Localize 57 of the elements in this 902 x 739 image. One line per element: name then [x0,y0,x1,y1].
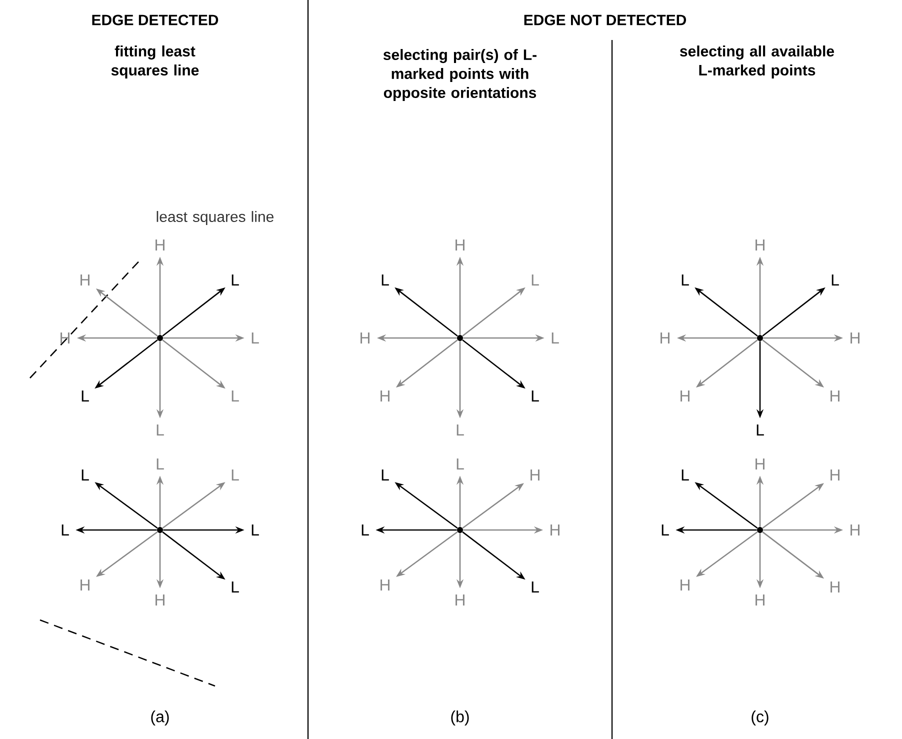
direction-letter: L [232,470,239,480]
direction-letter: H [850,332,860,344]
direction-letter: L [456,458,464,470]
direction-letter: H [456,240,464,250]
direction-letter: L [382,470,389,480]
direction-letter: H [660,332,670,344]
column-subtitle: fitting least squares line [111,46,199,78]
direction-letter: H [550,524,560,536]
direction-letter: H [380,390,390,402]
direction-letter: H [380,580,390,590]
direction-letter: L [532,274,539,286]
direction-letter: L [62,524,69,536]
direction-letter: L [832,274,839,286]
direction-letter: L [82,470,89,480]
column-subtitle: selecting pair(s) of L-marked points with opposite orientations [383,49,536,101]
direction-letter: H [680,390,690,402]
panel-label: (c) [752,710,768,726]
direction-letter: H [830,390,840,402]
direction-letter: H [156,240,164,250]
direction-letter: L [232,274,239,286]
direction-letter: H [830,582,840,592]
panel-label: (b) [451,710,469,726]
direction-letter: H [680,580,690,590]
direction-letter: L [756,424,764,436]
panel-label: (a) [151,710,169,726]
direction-letter: H [756,458,764,470]
direction-letter: L [252,524,259,536]
column-header: EDGE NOT DETECTED [524,14,686,26]
direction-letter: L [156,458,164,470]
direction-letter: H [80,274,90,286]
direction-letter: L [252,332,259,344]
direction-letter: H [156,594,164,606]
direction-letter: H [80,580,90,590]
direction-letter: H [830,470,840,480]
direction-letter: L [532,582,539,592]
direction-letter: L [232,390,239,402]
direction-letter: L [382,274,389,286]
direction-letter: L [532,390,539,402]
direction-letter: L [362,524,369,536]
direction-letter: L [82,390,89,402]
direction-letter: L [662,524,669,536]
direction-letter: H [756,594,764,606]
direction-letter: H [530,470,540,480]
direction-letter: H [60,332,70,344]
direction-letter: H [456,594,464,606]
direction-letter: L [682,470,689,480]
direction-letter: L [456,424,464,436]
direction-letter: L [156,424,164,436]
direction-letter: H [850,524,860,536]
direction-letter: H [360,332,370,344]
direction-letter: L [552,332,559,344]
line-caption: least squares line [156,211,274,225]
column-header: EDGE DETECTED [92,14,218,26]
direction-letter: H [756,240,764,250]
direction-letter: L [232,582,239,592]
column-subtitle: selecting all available L-marked points [680,46,834,78]
direction-letter: L [682,274,689,286]
